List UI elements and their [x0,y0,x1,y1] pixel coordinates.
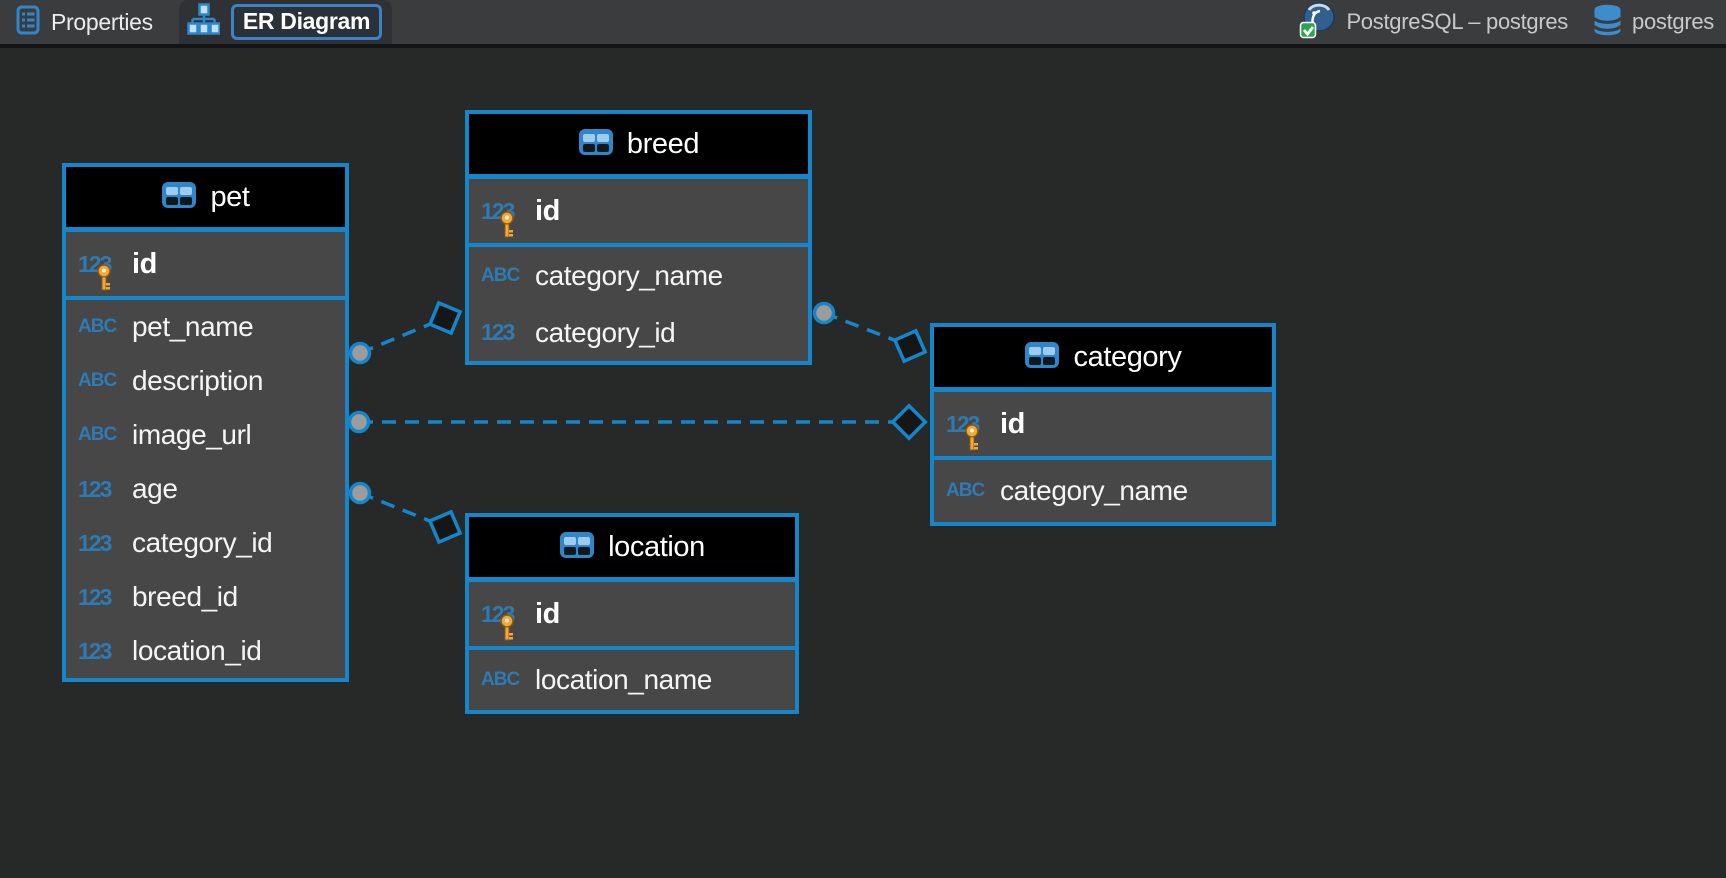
column-label: id [1000,408,1025,441]
database-label: postgres [1632,9,1714,35]
er-diagram-icon [187,3,220,41]
entity-breed-name: breed [627,128,699,161]
entity-category-name: category [1073,341,1181,374]
entity-location-name: location [608,531,705,564]
column-label: description [132,365,263,397]
column-row[interactable]: ABC pet_name [66,300,345,354]
column-row[interactable]: ABC description [66,354,345,408]
table-icon [559,531,595,564]
column-label: id [535,598,560,631]
table-icon [161,181,197,214]
numeric-type-icon: 123 [481,319,529,346]
entity-pet-header[interactable]: pet [66,167,345,232]
entity-category[interactable]: category 123 id [930,323,1276,526]
table-icon [1024,341,1060,374]
text-type-icon: ABC [946,480,994,502]
tab-properties-label: Properties [51,9,153,36]
column-label: category_name [535,260,723,292]
column-row[interactable]: ABC category_name [934,460,1272,522]
text-type-icon: ABC [78,316,126,338]
column-row[interactable]: 123 age [66,462,345,516]
primary-key-icon [95,264,113,298]
column-label: id [132,248,157,281]
column-row[interactable]: 123 breed_id [66,570,345,624]
column-row[interactable]: ABC location_name [469,650,795,710]
numeric-type-icon: 123 [78,638,126,665]
column-label: id [535,195,560,228]
numeric-type-icon: 123 [481,198,529,225]
column-label: category_id [132,527,272,559]
tab-er-diagram-label: ER Diagram [243,8,370,34]
text-type-icon: ABC [481,265,529,287]
column-row[interactable]: 123 location_id [66,624,345,678]
numeric-type-icon: 123 [481,601,529,628]
relation-pet-location[interactable] [351,484,461,543]
table-icon [578,128,614,161]
column-label: location_name [535,664,712,696]
text-type-icon: ABC [78,424,126,446]
column-row-pk[interactable]: 123 id [934,392,1272,456]
numeric-type-icon: 123 [78,530,126,557]
text-type-icon: ABC [78,370,126,392]
database-indicator[interactable]: postgres [1592,4,1714,41]
column-row-pk[interactable]: 123 id [469,582,795,646]
column-label: breed_id [132,581,238,613]
numeric-type-icon: 123 [78,476,126,503]
er-diagram-canvas[interactable]: pet 123 id [0,48,1726,878]
entity-location-header[interactable]: location [469,517,795,582]
column-row-pk[interactable]: 123 id [469,179,808,243]
database-icon [1592,4,1623,41]
column-label: location_id [132,635,261,667]
column-row[interactable]: ABC category_name [469,247,808,304]
entity-category-header[interactable]: category [934,327,1272,392]
editor-tab-bar: Properties ER Diagram [0,0,1726,44]
column-label: pet_name [132,311,253,343]
entity-breed-header[interactable]: breed [469,114,808,179]
numeric-type-icon: 123 [78,251,126,278]
connection-indicator[interactable]: PostgreSQL – postgres [1299,1,1568,44]
tab-er-diagram[interactable]: ER Diagram [179,0,392,44]
tab-properties[interactable]: Properties [0,0,169,44]
primary-key-icon [498,211,516,245]
column-row[interactable]: ABC image_url [66,408,345,462]
column-row[interactable]: 123 category_id [66,516,345,570]
column-label: category_name [1000,475,1188,507]
column-row[interactable]: 123 category_id [469,304,808,361]
primary-key-icon [963,424,981,458]
entity-pet-name: pet [210,181,249,214]
primary-key-icon [498,614,516,648]
relation-pet-category[interactable] [350,406,926,439]
column-label: category_id [535,317,675,349]
topbar-right: PostgreSQL – postgres postgres [1285,1,1726,44]
column-row-pk[interactable]: 123 id [66,232,345,296]
relation-pet-breed[interactable] [351,303,461,363]
entity-location[interactable]: location 123 id [465,513,799,714]
tab-er-diagram-label-box[interactable]: ER Diagram [231,4,382,40]
postgresql-icon [1299,1,1337,44]
properties-icon [16,5,40,40]
text-type-icon: ABC [481,669,529,691]
numeric-type-icon: 123 [78,584,126,611]
relation-breed-category[interactable] [815,304,926,362]
column-label: image_url [132,419,251,451]
connection-label: PostgreSQL – postgres [1346,9,1568,35]
column-label: age [132,473,178,505]
entity-breed[interactable]: breed 123 id [465,110,812,365]
numeric-type-icon: 123 [946,411,994,438]
entity-pet[interactable]: pet 123 id [62,163,349,682]
